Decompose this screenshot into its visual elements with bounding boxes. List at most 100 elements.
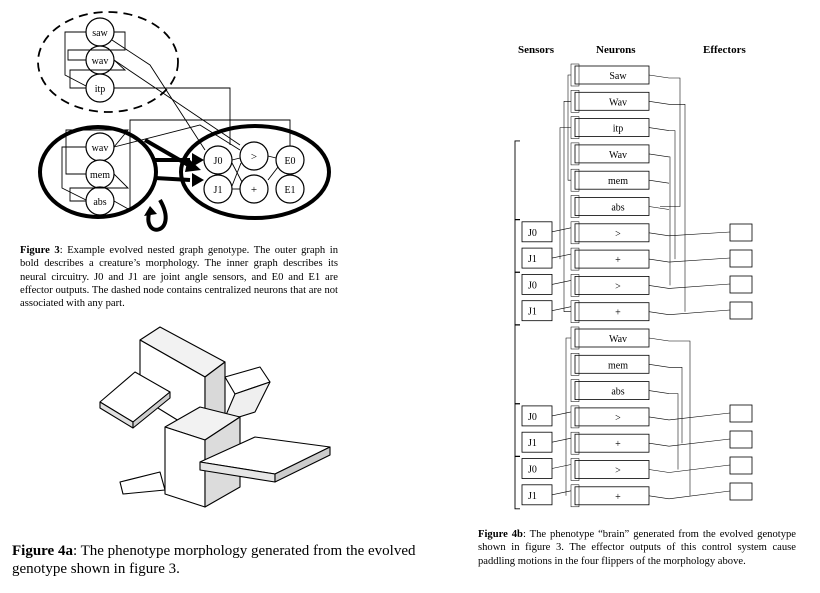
neuron-box-4: mem — [570, 168, 670, 192]
op-node-plus: + — [239, 174, 269, 204]
svg-text:mem: mem — [90, 170, 110, 181]
sensor-node-j0: J0 — [203, 145, 233, 175]
effector-box-6 — [668, 456, 753, 475]
svg-text:J1: J1 — [214, 185, 223, 196]
effector-box-2 — [668, 275, 753, 294]
op-node-greater: > — [239, 141, 269, 171]
limb-part-node — [38, 125, 158, 219]
svg-text:abs: abs — [93, 197, 106, 208]
neuron-box-12: abs — [570, 379, 670, 402]
neuron-box-16: + — [570, 484, 670, 508]
svg-text:saw: saw — [92, 28, 108, 39]
wire-3 — [669, 156, 671, 286]
sensor-label-1: J1 — [528, 254, 537, 265]
effector-box-1 — [668, 249, 753, 268]
neuron-label-16: + — [615, 492, 621, 503]
group-bracket-2 — [514, 271, 520, 326]
sensor-box-2: J0 — [521, 273, 572, 295]
svg-text:J0: J0 — [214, 156, 223, 167]
sensor-box-4: J0 — [521, 405, 572, 427]
group-bracket-3 — [514, 324, 520, 405]
sensor-label-2: J0 — [528, 280, 537, 291]
wire-6 — [669, 393, 679, 470]
neuron-box-5: abs — [570, 195, 670, 218]
neuron-label-4: mem — [608, 176, 628, 187]
effector-node-e1: E1 — [275, 174, 305, 204]
neuron-box-9: + — [570, 300, 670, 323]
svg-text:itp: itp — [95, 84, 106, 95]
neuron-label-15: > — [615, 466, 621, 477]
effector-node-e0: E0 — [275, 145, 305, 175]
sensor-label-4: J0 — [528, 412, 537, 423]
figure-4b-caption-label: Figure 4b — [478, 529, 523, 540]
limb-node-mem: mem — [85, 159, 115, 189]
neuron-box-13: > — [570, 405, 670, 429]
neuron-label-0: Saw — [609, 71, 627, 82]
neuron-box-15: > — [570, 458, 670, 481]
group-bracket-1 — [514, 219, 520, 273]
sensor-label-0: J0 — [528, 228, 537, 239]
svg-text:>: > — [251, 151, 257, 163]
svg-text:wav: wav — [92, 143, 109, 154]
header-sensors: Sensors — [518, 44, 555, 56]
header-effectors: Effectors — [703, 44, 746, 56]
limb-node-abs: abs — [85, 186, 115, 216]
neuron-label-7: + — [615, 255, 621, 266]
header-neurons: Neurons — [596, 44, 636, 56]
neuron-label-3: Wav — [609, 150, 627, 161]
figure-4a-morphology — [99, 326, 331, 508]
figure-4a-caption-text: : The phenotype morphology generated fro… — [12, 543, 416, 577]
wire-1 — [669, 104, 686, 312]
wire-5 — [669, 367, 683, 444]
neuron-label-10: Wav — [609, 334, 627, 345]
wire-10 — [565, 337, 571, 496]
neuron-label-14: + — [615, 439, 621, 450]
neuron-box-14: + — [570, 431, 670, 455]
sensor-box-7: J1 — [521, 484, 572, 506]
neuron-box-8: > — [570, 274, 670, 297]
dashed-central-node — [37, 11, 179, 113]
sensor-box-6: J0 — [521, 458, 572, 479]
neuron-box-7: + — [570, 247, 670, 271]
top-node-saw: saw — [85, 17, 115, 47]
recursion-loop — [146, 199, 168, 232]
figure-4b-brain-diagram: SawWavitpWavmemabs>+>+Wavmemabs>+>+J0J1J… — [514, 63, 753, 510]
group-bracket-5 — [514, 456, 520, 510]
sensor-box-3: J1 — [521, 300, 572, 322]
sensor-label-7: J1 — [528, 491, 537, 502]
neuron-label-1: Wav — [609, 97, 627, 108]
wire-2 — [669, 130, 676, 260]
figure-3-caption-text: : Example evolved nested graph genotype.… — [20, 245, 338, 310]
figure-4a-caption-label: Figure 4a — [12, 543, 73, 559]
neuron-label-8: > — [615, 281, 621, 292]
wire-9 — [559, 127, 571, 260]
sensor-label-6: J0 — [528, 465, 537, 476]
figure-3-caption-label: Figure 3 — [20, 245, 60, 256]
figure-3-caption: Figure 3: Example evolved nested graph g… — [20, 244, 338, 310]
sensor-node-j1: J1 — [203, 174, 233, 204]
effector-box-7 — [668, 482, 753, 501]
wire-8 — [563, 101, 571, 312]
neuron-label-12: abs — [611, 387, 624, 398]
neuron-box-0: Saw — [570, 63, 670, 87]
svg-text:E0: E0 — [284, 156, 295, 167]
group-bracket-0 — [514, 140, 520, 220]
neuron-label-6: > — [615, 229, 621, 240]
neuron-label-13: > — [615, 413, 621, 424]
effector-box-3 — [668, 301, 753, 320]
sensor-label-5: J1 — [528, 438, 537, 449]
wire-4 — [669, 340, 691, 496]
sensor-box-1: J1 — [521, 247, 572, 269]
figure-4b-caption-text: : The phenotype “brain” generated from t… — [478, 529, 796, 567]
figure-3-diagram: saw wav itp wav mem abs J0 J1 > — [37, 11, 331, 232]
effector-box-5 — [668, 430, 753, 449]
neuron-box-6: > — [570, 221, 670, 245]
figure-4a-caption: Figure 4a: The phenotype morphology gene… — [12, 542, 426, 578]
figure-4b-caption: Figure 4b: The phenotype “brain” generat… — [478, 528, 796, 568]
sensor-box-5: J1 — [521, 431, 572, 453]
limb-node-wav: wav — [85, 132, 115, 162]
top-node-itp: itp — [85, 73, 115, 103]
neuron-label-11: mem — [608, 360, 628, 371]
svg-text:wav: wav — [92, 56, 109, 67]
sensor-label-3: J1 — [528, 307, 537, 318]
